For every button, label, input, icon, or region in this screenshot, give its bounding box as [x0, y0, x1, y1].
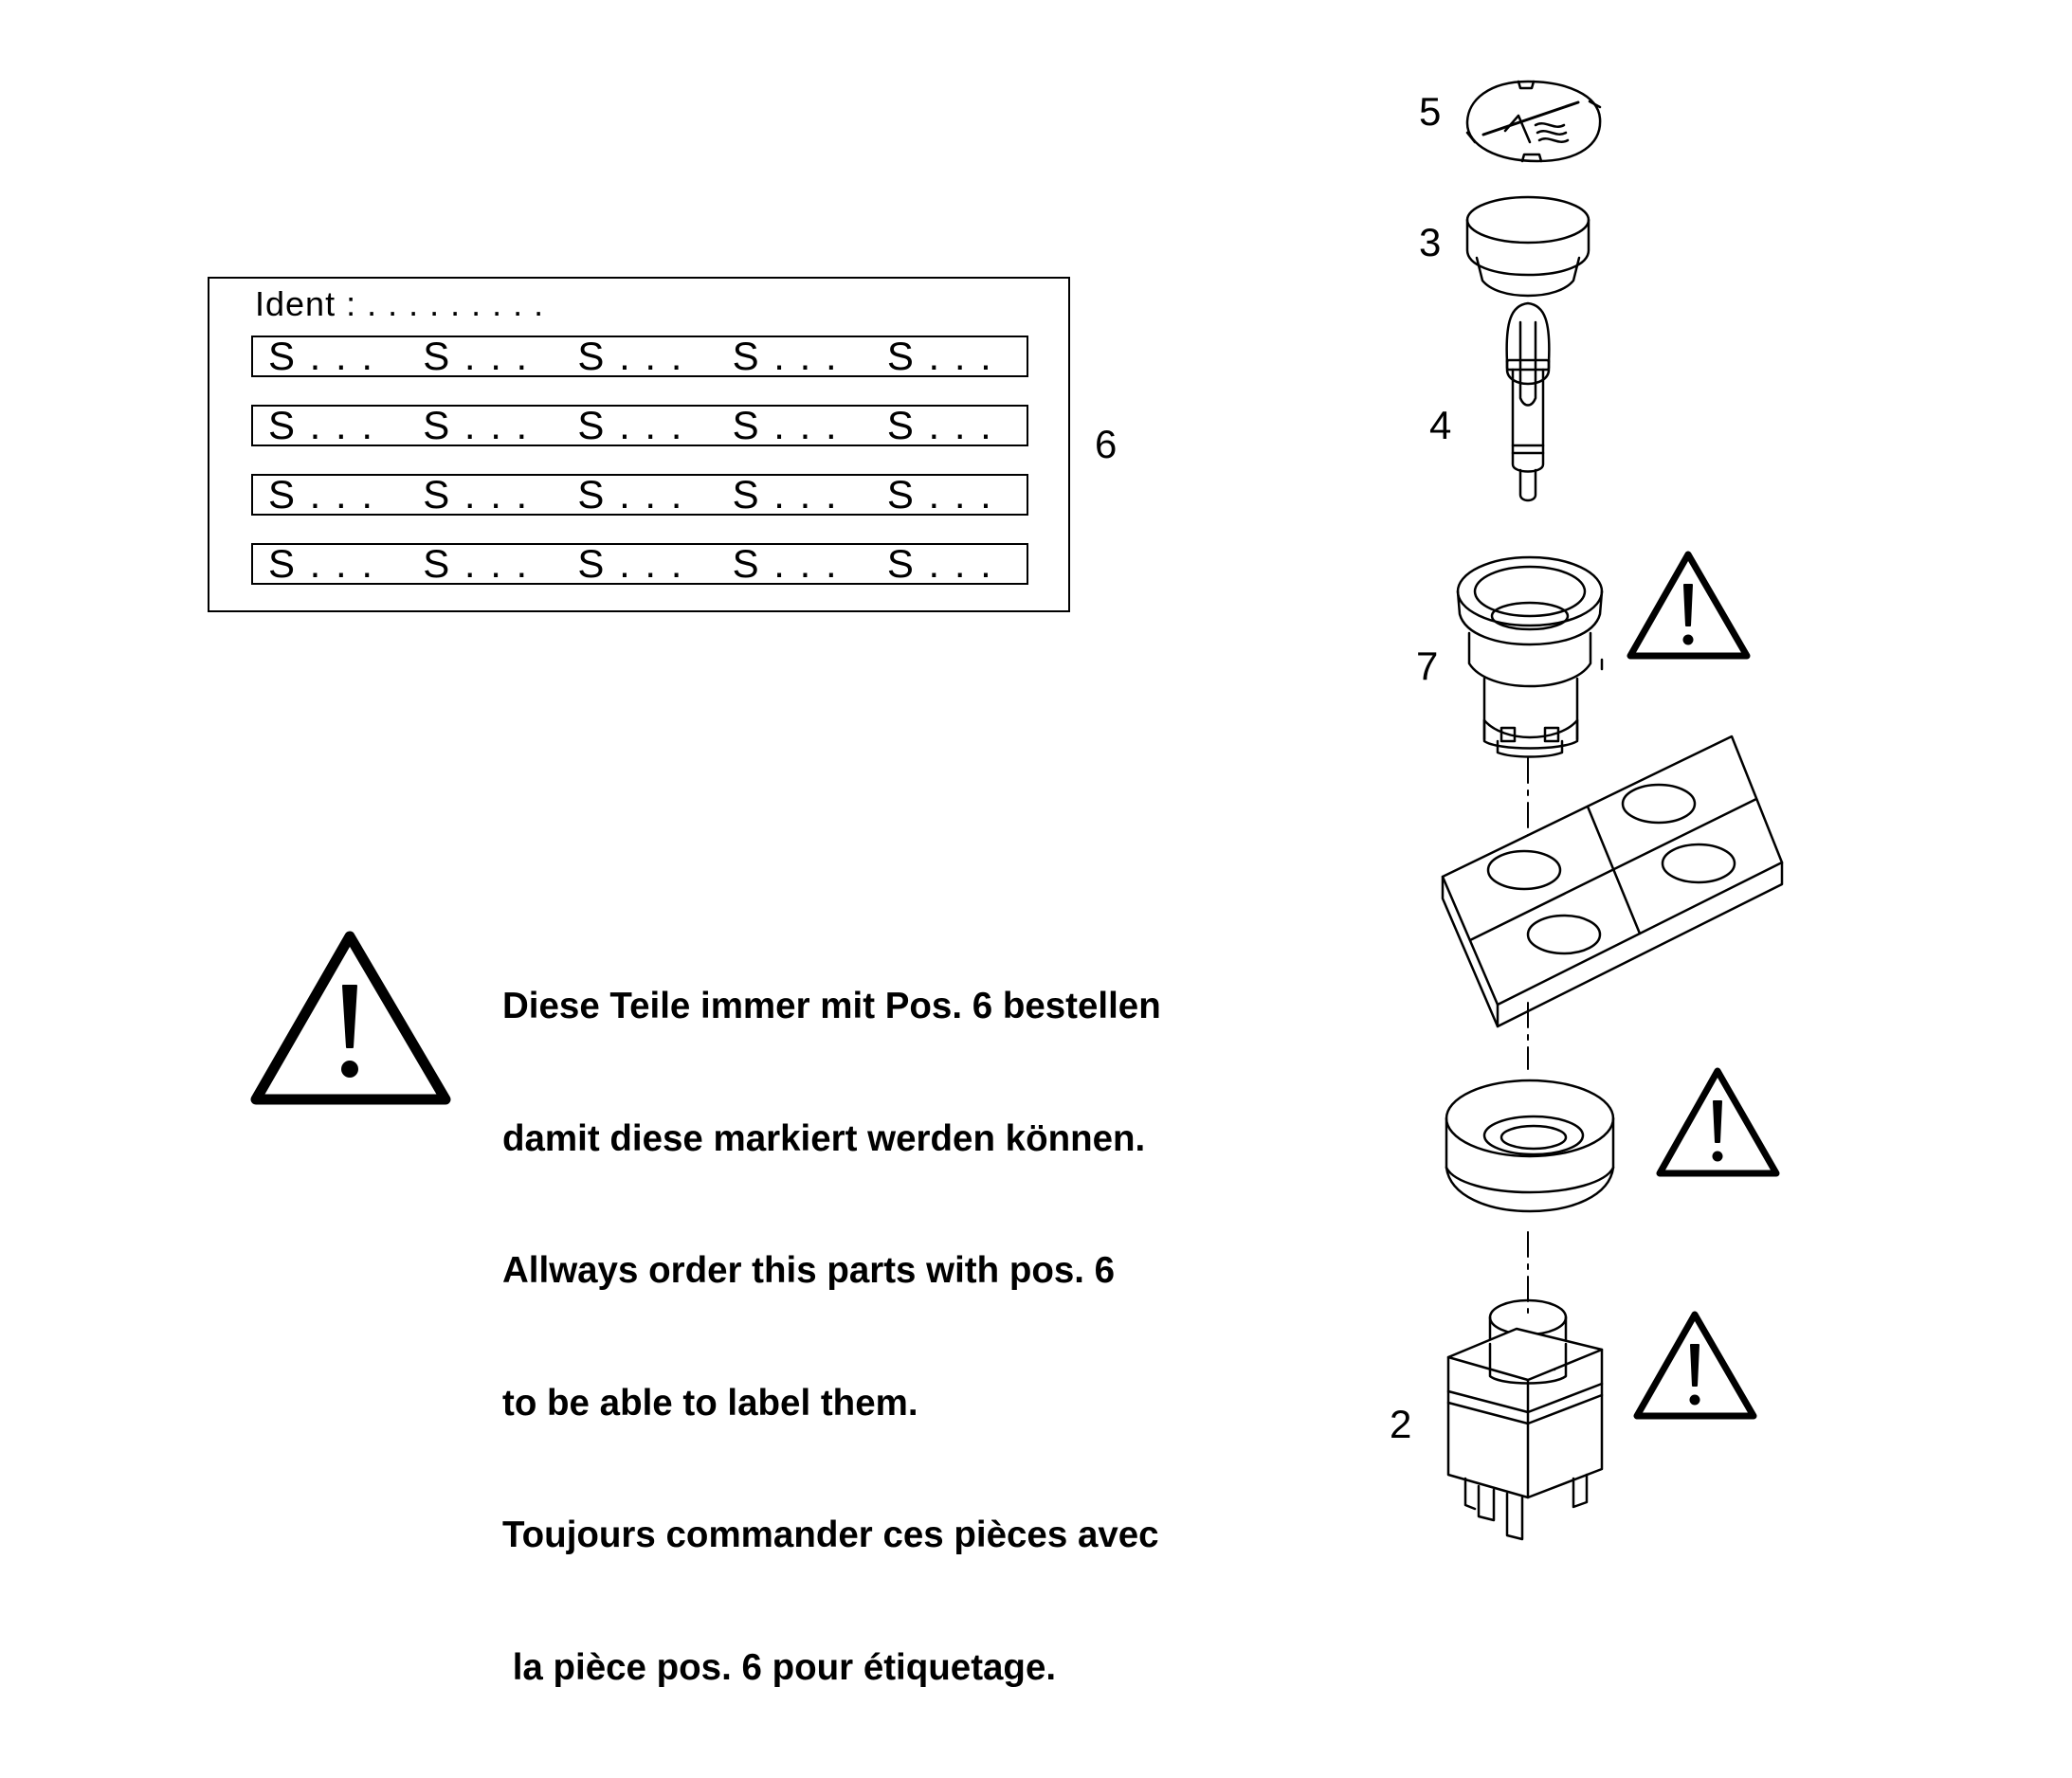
warning-line: to be able to label them.: [502, 1382, 918, 1424]
label-cell: S . . .: [423, 472, 530, 517]
label-cell: S . . .: [577, 541, 684, 586]
switch-block-icon: [1446, 1298, 1604, 1541]
warning-triangle-icon: [1633, 1311, 1757, 1420]
lamp-holder-icon: [1456, 555, 1604, 758]
callout-3: 3: [1419, 220, 1442, 264]
label-cell: S . . .: [886, 403, 993, 447]
callout-7: 7: [1416, 644, 1439, 688]
label-cell: S . . .: [268, 472, 375, 517]
label-strip: S . . . S . . . S . . . S . . . S . . .: [251, 543, 1028, 585]
label-cell: S . . .: [886, 472, 993, 517]
label-cell: S . . .: [423, 403, 530, 447]
label-cell: S . . .: [268, 334, 375, 378]
label-cell: S . . .: [732, 403, 839, 447]
button-cap-icon: [1465, 195, 1590, 298]
order-warning-text: Diese Teile immer mit Pos. 6 bestellen d…: [502, 897, 1161, 1778]
callout-4: 4: [1429, 403, 1452, 447]
warning-line: Allways order this parts with pos. 6: [502, 1250, 1116, 1291]
warning-triangle-icon: [1627, 551, 1751, 660]
exploded-parts-drawing: Ident : . . . . . . . . . S . . . S . . …: [208, 80, 1784, 1688]
bulb-icon: [1505, 301, 1551, 502]
collar-ring-icon: [1445, 1079, 1615, 1213]
label-sheet: Ident : . . . . . . . . . S . . . S . . …: [208, 277, 1070, 612]
warning-triangle-icon: [1656, 1067, 1780, 1177]
mounting-plate-icon: [1441, 735, 1784, 1028]
label-strip: S . . . S . . . S . . . S . . . S . . .: [251, 405, 1028, 446]
parts-illustration: [250, 80, 1784, 1541]
label-cell: S . . .: [577, 472, 684, 517]
callout-2: 2: [1390, 1402, 1412, 1446]
label-cell: S . . .: [577, 334, 684, 378]
callout-5: 5: [1419, 89, 1442, 134]
wiper-symbol-lens-icon: [1465, 80, 1602, 163]
label-cell: S . . .: [732, 334, 839, 378]
label-cell: S . . .: [886, 541, 993, 586]
warning-line: la pièce pos. 6 pour étiquetage.: [502, 1646, 1057, 1688]
label-strip: S . . . S . . . S . . . S . . . S . . .: [251, 336, 1028, 377]
warning-triangle-icon: [250, 931, 451, 1105]
label-cell: S . . .: [732, 541, 839, 586]
warning-line: Diese Teile immer mit Pos. 6 bestellen: [502, 986, 1161, 1026]
label-cell: S . . .: [423, 541, 530, 586]
label-cell: S . . .: [268, 541, 375, 586]
label-cell: S . . .: [577, 403, 684, 447]
warning-line: damit diese markiert werden können.: [502, 1117, 1146, 1159]
callout-6: 6: [1095, 422, 1118, 466]
warning-line: Toujours commander ces pièces avec: [502, 1515, 1159, 1555]
label-cell: S . . .: [423, 334, 530, 378]
label-cell: S . . .: [268, 403, 375, 447]
ident-field: Ident : . . . . . . . . .: [255, 284, 545, 323]
label-strip: S . . . S . . . S . . . S . . . S . . .: [251, 474, 1028, 516]
label-cell: S . . .: [886, 334, 993, 378]
label-cell: S . . .: [732, 472, 839, 517]
